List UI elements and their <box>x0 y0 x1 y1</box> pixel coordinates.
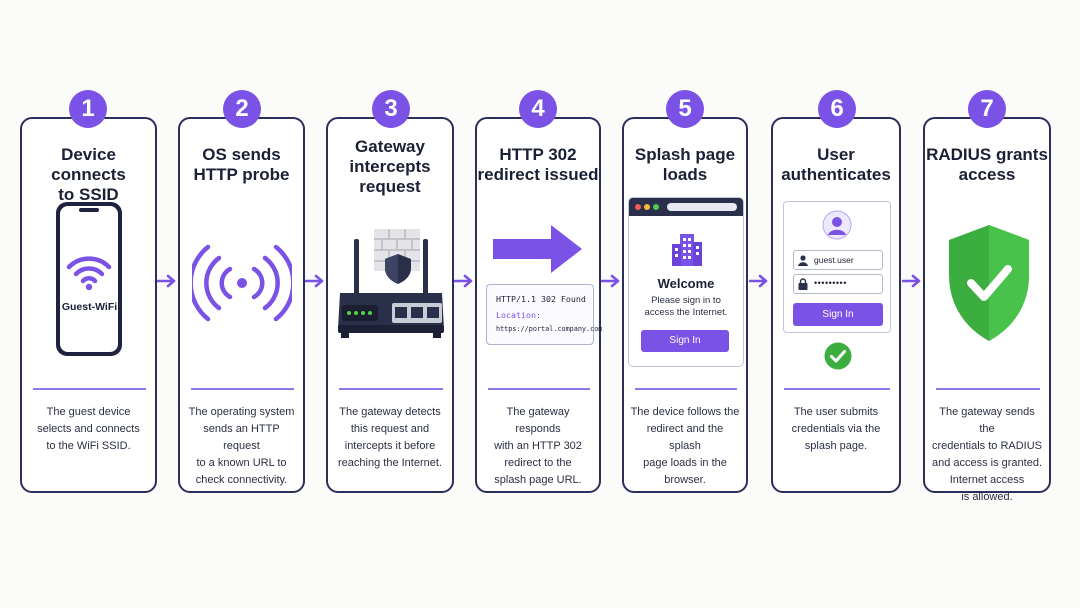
step-card-2: OS sends HTTP probe The operating system… <box>178 117 305 493</box>
step-number-badge: 1 <box>69 90 107 128</box>
step-card-1: Device connects to SSID Guest-WiFi The g… <box>20 117 157 493</box>
divider <box>488 388 590 390</box>
welcome-heading: Welcome <box>657 276 715 291</box>
firewall-icon <box>374 229 420 271</box>
login-sign-in-button[interactable]: Sign In <box>793 303 883 326</box>
step-number-badge: 5 <box>666 90 704 128</box>
step-description: The guest device selects and connects to… <box>37 406 140 452</box>
step-card-7: RADIUS grants access The gateway sends t… <box>923 117 1051 503</box>
browser-window: Welcome Please sign in to access the Int… <box>628 197 744 367</box>
divider <box>635 388 737 390</box>
router-icon <box>338 239 444 338</box>
connector-arrow-icon <box>902 274 921 288</box>
step-description: The gateway sends the credentials to RAD… <box>931 406 1043 503</box>
divider <box>191 388 294 390</box>
step-description: The gateway responds with an HTTP 302 re… <box>494 406 582 486</box>
checkmark-icon <box>824 342 852 370</box>
redirect-response-box: HTTP/1.1 302 Found Location: https://por… <box>486 284 602 345</box>
step-description: The operating system sends an HTTP reque… <box>188 406 295 486</box>
address-bar <box>667 203 737 211</box>
connector-arrow-icon <box>305 274 324 288</box>
location-url: https://portal.company.com <box>496 325 603 333</box>
status-line: HTTP/1.1 302 Found <box>496 294 586 304</box>
step-title: RADIUS grants access <box>926 145 1048 184</box>
step-card-4: HTTP 302 redirect issued HTTP/1.1 302 Fo… <box>475 117 602 493</box>
divider <box>339 388 443 390</box>
password-field[interactable]: ••••••••• <box>793 274 883 294</box>
step-number-badge: 2 <box>223 90 261 128</box>
step-title: Gateway intercepts request <box>349 137 431 196</box>
ssid-label: Guest-WiFi <box>61 301 118 313</box>
shield-icon <box>385 254 411 284</box>
step-card-6: User authenticates guest.user ••••••••• … <box>771 117 901 493</box>
wifi-icon <box>66 256 112 291</box>
step-number-badge: 4 <box>519 90 557 128</box>
connector-arrow-icon <box>749 274 768 288</box>
step-description: The gateway detects this request and int… <box>338 406 442 469</box>
user-icon <box>822 210 852 240</box>
welcome-message: Please sign in to access the Internet. <box>644 295 728 318</box>
close-dot <box>635 204 641 210</box>
maximize-dot <box>653 204 659 210</box>
divider <box>33 388 146 390</box>
splash-sign-in-button[interactable]: Sign In <box>641 330 729 352</box>
divider <box>936 388 1040 390</box>
location-label: Location: <box>496 310 541 320</box>
step-description: The device follows the redirect and the … <box>630 406 740 486</box>
building-icon <box>672 234 702 266</box>
username-value: guest.user <box>814 255 854 265</box>
step-card-3: Gateway intercepts request The gateway d… <box>326 117 454 493</box>
password-value: ••••••••• <box>814 278 847 288</box>
shield-check-icon <box>949 225 1029 341</box>
arrow-right-icon <box>493 225 582 273</box>
lock-icon <box>798 278 808 290</box>
username-field[interactable]: guest.user <box>793 250 883 270</box>
step-number-badge: 7 <box>968 90 1006 128</box>
step-card-5: Splash page loads Welcome Please sign <box>622 117 748 493</box>
step-description: The user submits credentials via the spl… <box>791 406 881 452</box>
divider <box>784 388 890 390</box>
minimize-dot <box>644 204 650 210</box>
user-icon <box>798 255 808 266</box>
step-title: HTTP 302 redirect issued <box>477 145 599 184</box>
step-title: OS sends HTTP probe <box>193 145 290 184</box>
step-number-badge: 3 <box>372 90 410 128</box>
signal-waves-icon <box>192 244 292 322</box>
connector-arrow-icon <box>157 274 176 288</box>
connector-arrow-icon <box>601 274 620 288</box>
step-number-badge: 6 <box>818 90 856 128</box>
browser-title-bar <box>629 198 743 216</box>
connector-arrow-icon <box>454 274 473 288</box>
step-title: Splash page loads <box>634 145 736 184</box>
step-title: Device connects to SSID <box>51 145 126 204</box>
step-title: User authenticates <box>781 145 891 184</box>
login-form: guest.user ••••••••• Sign In <box>783 201 891 333</box>
